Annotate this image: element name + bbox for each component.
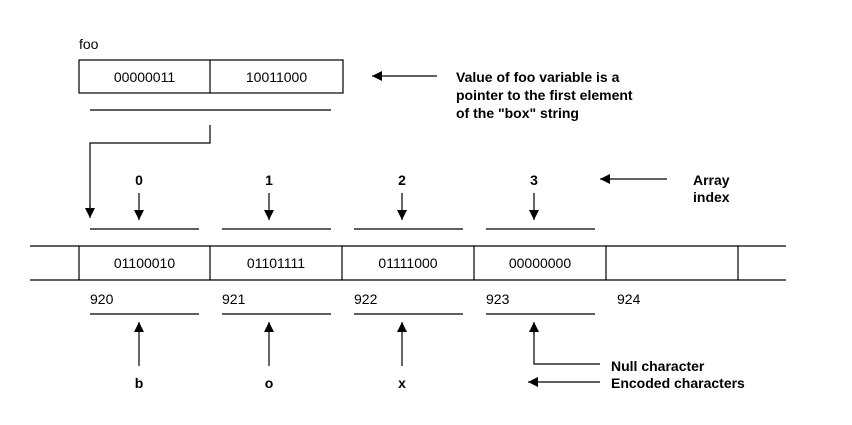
encoded-characters-label: Encoded characters xyxy=(611,375,745,391)
memory-cell-0: 01100010 xyxy=(113,255,176,271)
pointer-note-line-3: of the "box" string xyxy=(456,105,579,121)
memory-cell-4 xyxy=(606,246,738,280)
address-2: 922 xyxy=(354,291,378,307)
memory-cell-3: 00000000 xyxy=(508,255,572,271)
address-4: 924 xyxy=(617,291,641,307)
index-label-2: 2 xyxy=(398,172,406,188)
null-character-label: Null character xyxy=(611,358,705,374)
foo-byte-1: 10011000 xyxy=(245,68,308,85)
pointer-note-line-1: Value of foo variable is a xyxy=(456,69,620,85)
foo-pointer-connector xyxy=(89,125,211,212)
foo-label: foo xyxy=(79,36,99,52)
array-index-label-line-2: index xyxy=(693,189,730,205)
address-1: 921 xyxy=(222,291,246,307)
index-label-3: 3 xyxy=(530,172,538,188)
null-connector xyxy=(533,328,600,365)
address-3: 923 xyxy=(486,291,510,307)
address-0: 920 xyxy=(90,291,114,307)
char-label-b: b xyxy=(134,375,144,391)
pointer-note-line-2: pointer to the first element xyxy=(456,87,633,103)
foo-box xyxy=(78,59,344,94)
index-label-1: 1 xyxy=(265,172,273,188)
array-index-label-line-1: Array xyxy=(693,172,730,188)
index-label-0: 0 xyxy=(135,172,143,188)
memory-cell-1: 01101111 xyxy=(246,255,306,271)
memory-cell-2: 01111000 xyxy=(378,255,438,271)
char-label-x: x xyxy=(398,375,406,391)
char-label-o: o xyxy=(264,375,274,391)
foo-byte-0: 00000011 xyxy=(113,68,176,85)
